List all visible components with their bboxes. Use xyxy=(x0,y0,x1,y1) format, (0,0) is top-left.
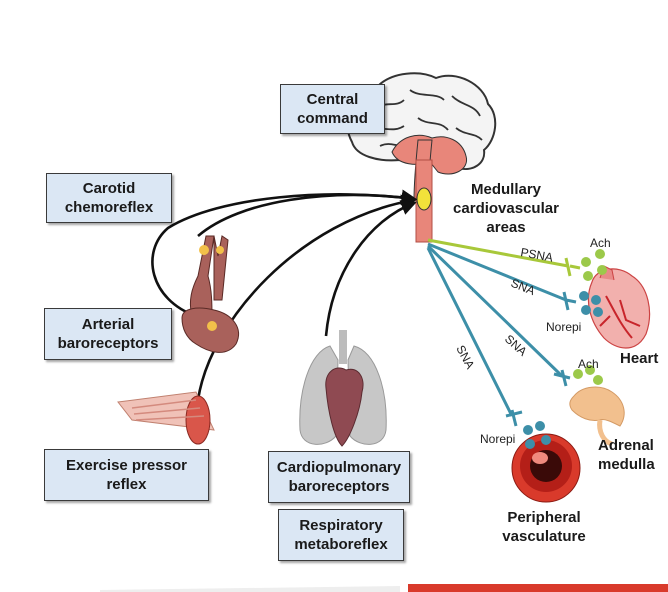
nerve-endings xyxy=(505,257,581,427)
medulla-column xyxy=(415,159,433,243)
norepi-vasculature-label: Norepi xyxy=(480,432,516,446)
adrenal-illustration xyxy=(569,386,625,447)
exercise-pressor-reflex-box: Exercise pressor reflex xyxy=(44,449,209,501)
psna-label: PSNA xyxy=(519,245,554,264)
cardiopulmonary-baroreceptors-box: Cardiopulmonary baroreceptors xyxy=(268,451,410,503)
lungs-heart-illustration xyxy=(299,330,387,447)
norepi-heart-label: Norepi xyxy=(546,320,582,334)
peripheral-vasculature-label: Peripheral vasculature xyxy=(502,509,586,545)
norepi-dots-vasculature xyxy=(523,421,551,449)
carotid-artery-illustration xyxy=(181,235,239,353)
sna-vasculature-label: SNA xyxy=(453,343,477,371)
efferent-pathways xyxy=(426,238,569,417)
adrenal-medulla-label: Adrenal medulla xyxy=(598,437,655,473)
ach-dots-adrenal xyxy=(573,365,603,385)
respiratory-metaboreflex-box: Respiratory metaboreflex xyxy=(278,509,404,561)
heart-illustration xyxy=(587,265,651,349)
vessel-illustration xyxy=(511,433,581,503)
medullary-areas-label: Medullary cardiovascular areas xyxy=(453,181,559,236)
ach-heart-label: Ach xyxy=(590,236,611,250)
sna-adrenal-label: SNA xyxy=(502,332,530,359)
afferent-arrows xyxy=(151,189,418,401)
ach-dots-heart xyxy=(581,249,607,281)
central-command-box: Central command xyxy=(280,84,385,134)
muscle-fiber-illustration xyxy=(117,391,215,445)
norepi-dots-heart xyxy=(579,291,603,317)
carotid-chemoreflex-box: Carotid chemoreflex xyxy=(46,173,172,223)
ach-adrenal-label: Ach xyxy=(578,357,599,371)
sna-heart-label: SNA xyxy=(509,276,537,298)
bottom-band xyxy=(100,584,668,592)
arterial-baroreceptors-box: Arterial baroreceptors xyxy=(44,308,172,360)
heart-label: Heart xyxy=(620,350,659,367)
